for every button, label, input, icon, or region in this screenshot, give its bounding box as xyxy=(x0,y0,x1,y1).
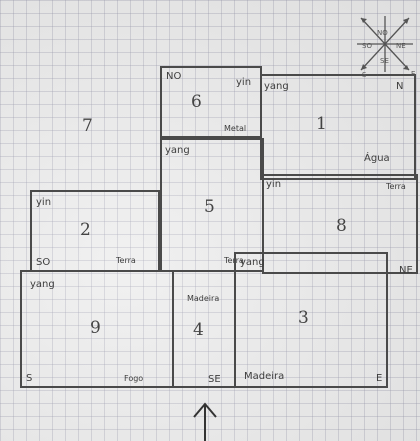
room-4-element: Madeira xyxy=(187,294,219,304)
compass-rose-icon: NO NE SO SE S E xyxy=(352,8,418,78)
compass-e-label: E xyxy=(411,70,415,78)
room-4 xyxy=(172,270,236,388)
room-6-element: Metal xyxy=(224,124,246,134)
room-9-yang: yang xyxy=(30,280,55,290)
room-6-number: 6 xyxy=(191,94,202,111)
room-9-number: 9 xyxy=(90,320,101,337)
room-2-direction: SO xyxy=(36,258,50,268)
room-8-yin: yin xyxy=(266,180,281,190)
room-3-element: Madeira xyxy=(244,372,284,382)
room-1-number: 1 xyxy=(316,116,327,133)
room-3-yang: yang xyxy=(240,258,265,268)
room-8-element: Terra xyxy=(386,182,406,192)
compass-so-label: SO xyxy=(362,42,372,50)
room-8-direction: NE xyxy=(399,266,413,276)
room-9-direction: S xyxy=(26,374,32,384)
room-3 xyxy=(234,252,388,388)
room-3-direction: E xyxy=(376,374,382,384)
compass-no-label: NO xyxy=(377,29,388,37)
entrance-arrow-icon xyxy=(190,400,220,441)
room-1-yang: yang xyxy=(264,82,289,92)
room-3-number: 3 xyxy=(298,310,309,327)
room-9-element: Fogo xyxy=(124,374,143,384)
room-4-direction: SE xyxy=(208,375,221,385)
room-5-yang: yang xyxy=(165,146,190,156)
room-4-number: 4 xyxy=(193,322,204,339)
compass-ne-label: NE xyxy=(396,42,406,50)
compass-s-label: S xyxy=(362,71,367,78)
room-2-yin: yin xyxy=(36,198,51,208)
room-6-direction: NO xyxy=(166,72,181,82)
room-6-yin: yin xyxy=(236,78,251,88)
room-2-element: Terra xyxy=(116,256,136,266)
room-8-number: 8 xyxy=(336,218,347,235)
compass-se-label: SE xyxy=(380,57,389,65)
room-1-direction: N xyxy=(396,82,403,92)
room-2-number: 2 xyxy=(80,222,91,239)
room-1-element: Água xyxy=(364,154,390,164)
room-5-number: 5 xyxy=(204,199,215,216)
room-7-number: 7 xyxy=(82,118,93,135)
